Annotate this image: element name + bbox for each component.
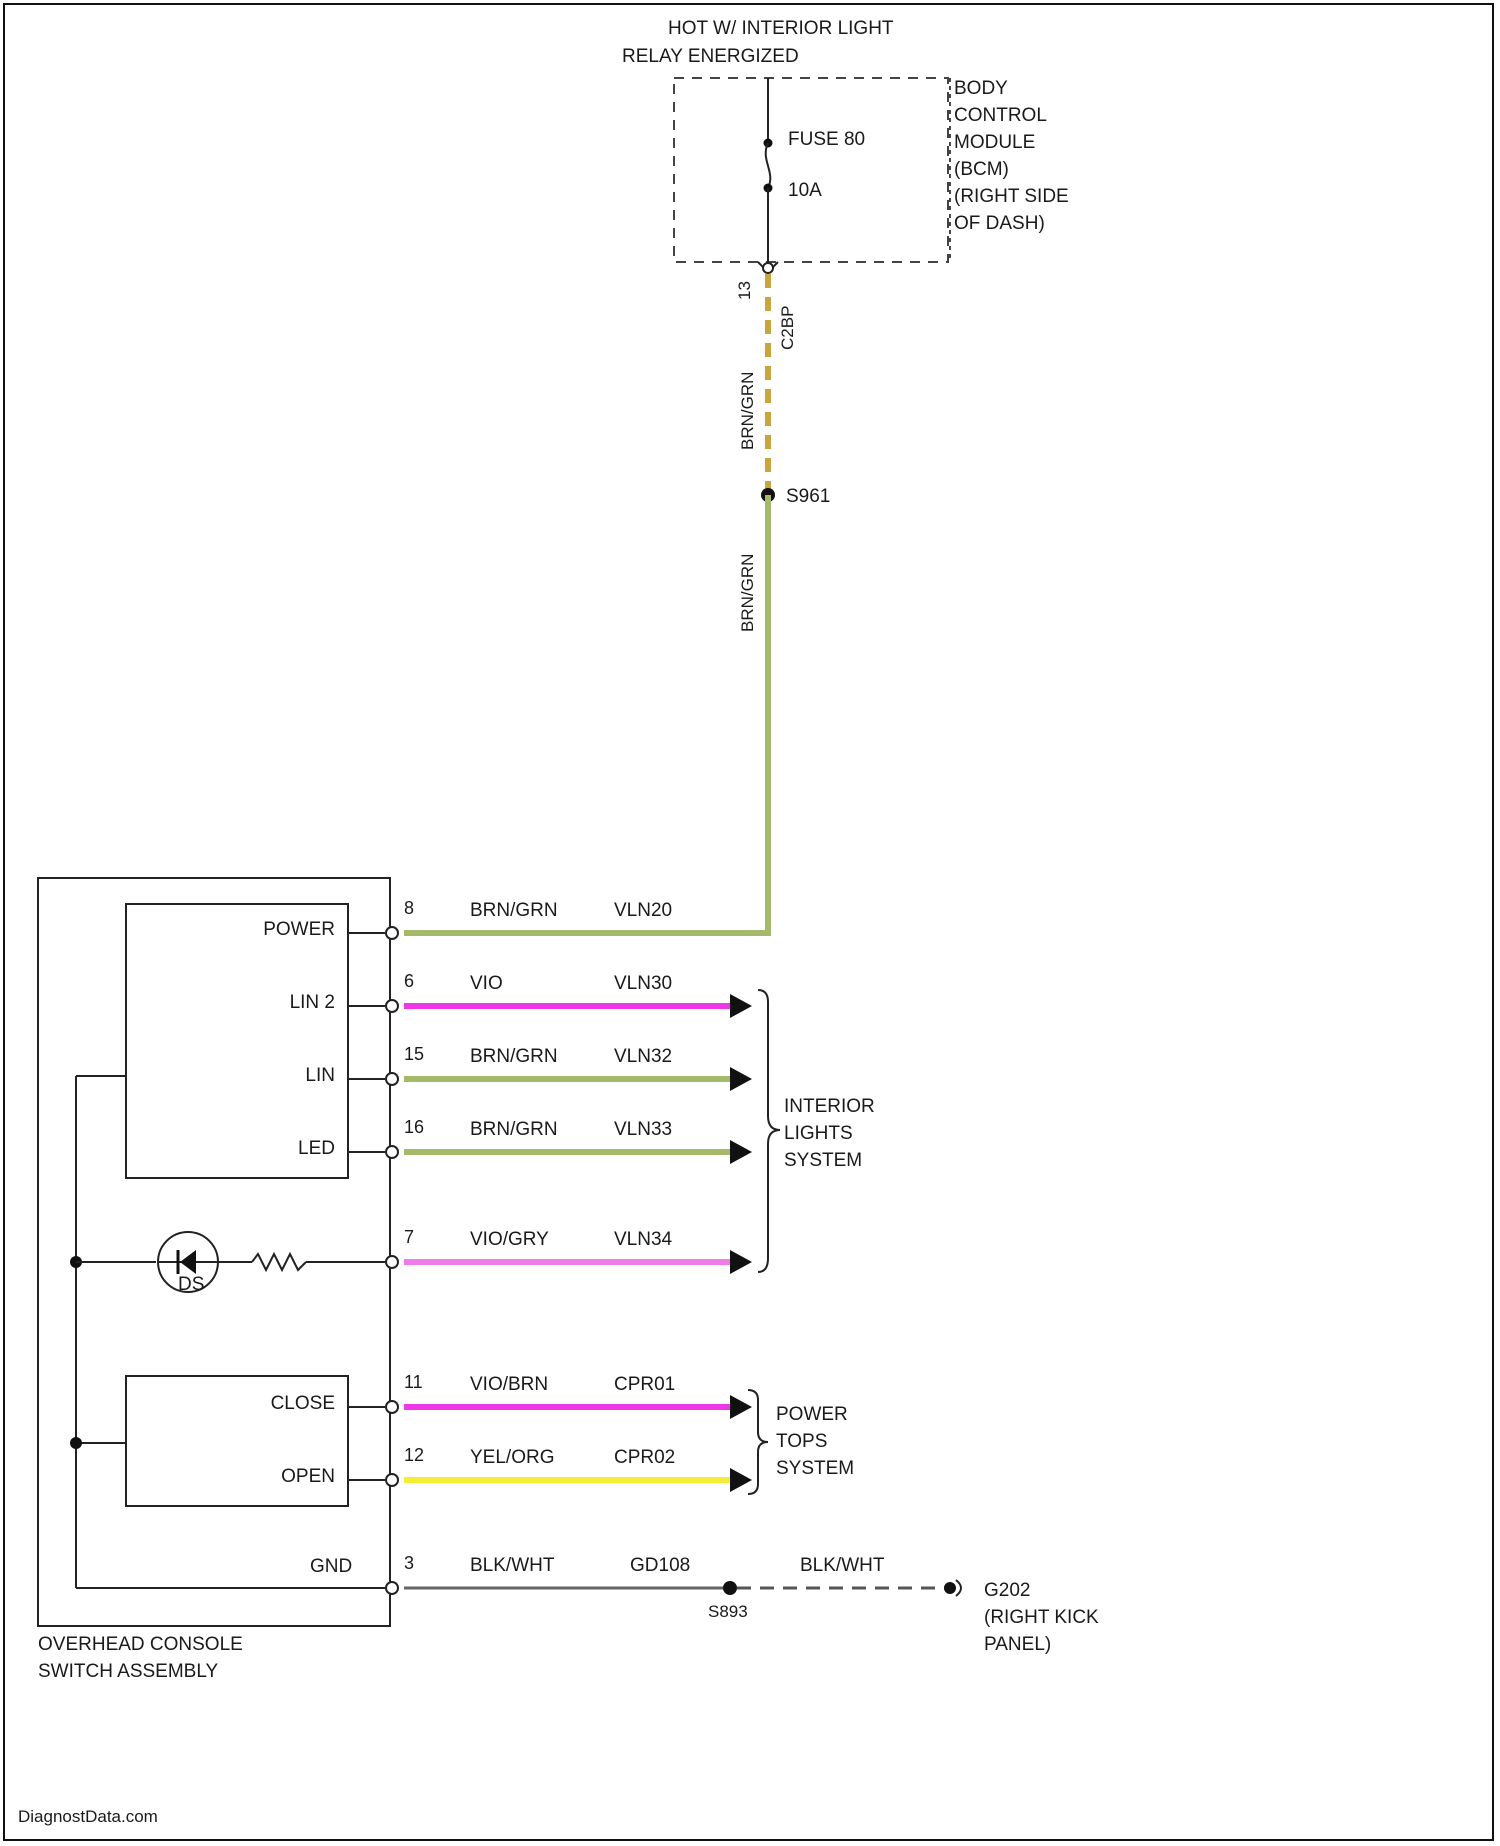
switch-assembly-label-line1: OVERHEAD CONSOLE <box>38 1634 243 1655</box>
lighting-module-box <box>126 904 348 1178</box>
arrow-head <box>730 1395 752 1419</box>
led-diode-triangle <box>180 1250 196 1274</box>
ground-circuit-id: GD108 <box>630 1555 690 1576</box>
pin-terminal <box>386 1474 398 1486</box>
circuit-row: 6 VIO VLN30 <box>386 971 752 1018</box>
arrow-head <box>730 1067 752 1091</box>
arrow-head <box>730 1140 752 1164</box>
pin-terminal <box>386 1000 398 1012</box>
power-group-line-2: SYSTEM <box>776 1458 854 1479</box>
gnd-label: GND <box>310 1556 352 1577</box>
pin-terminal <box>386 1073 398 1085</box>
pin-number: 15 <box>404 1044 424 1064</box>
pin-number: 12 <box>404 1445 424 1465</box>
ground-pin-terminal <box>386 1582 398 1594</box>
switch-assembly-label-line2: SWITCH ASSEMBLY <box>38 1661 219 1682</box>
bcm-line-3: (BCM) <box>954 159 1009 180</box>
led-designator: DS <box>178 1274 204 1295</box>
bcm-pin-number: 13 <box>735 281 754 300</box>
wire-color-code: VIO/GRY <box>470 1229 549 1250</box>
func-open: OPEN <box>281 1466 335 1487</box>
fuse-label: FUSE 80 <box>788 129 865 150</box>
bcm-connector-id: C2BP <box>778 306 797 350</box>
interior-group-line-0: INTERIOR <box>784 1096 875 1117</box>
func-lin: LIN <box>305 1065 335 1086</box>
ground-point-line-0: (RIGHT KICK <box>984 1607 1099 1628</box>
ground-color-code: BLK/WHT <box>470 1555 555 1576</box>
wire-color-code: BRN/GRN <box>470 900 558 921</box>
bus-junction-switch <box>70 1437 82 1449</box>
pin-terminal <box>386 1401 398 1413</box>
circuit-id: VLN34 <box>614 1229 673 1250</box>
power-group-line-1: TOPS <box>776 1431 827 1452</box>
bcm-connector-dot <box>763 263 773 273</box>
pin-number: 8 <box>404 898 414 918</box>
ground-point-dot <box>944 1582 956 1594</box>
circuit-row: 11 VIO/BRN CPR01 <box>386 1372 752 1419</box>
wire-color-code: BRN/GRN <box>470 1046 558 1067</box>
ground-point-symbol <box>956 1580 961 1596</box>
pin-terminal <box>386 927 398 939</box>
circuit-id: VLN32 <box>614 1046 672 1067</box>
pin-terminal <box>386 1256 398 1268</box>
circuit-rows: 8 BRN/GRN VLN20 6 VIO VLN30 15 BRN/GRN V… <box>386 898 752 1492</box>
ground-point-line-1: PANEL) <box>984 1634 1051 1655</box>
circuit-row: 15 BRN/GRN VLN32 <box>386 1044 752 1091</box>
watermark: DiagnostData.com <box>18 1807 158 1826</box>
wire-splice-to-pin-8 <box>404 495 768 933</box>
func-lin2: LIN 2 <box>290 992 335 1013</box>
fuse-rating: 10A <box>788 180 822 201</box>
bcm-line-1: CONTROL <box>954 105 1047 126</box>
interior-group-line-2: SYSTEM <box>784 1150 862 1171</box>
circuit-id: CPR02 <box>614 1447 675 1468</box>
power-tops-brace <box>748 1390 768 1494</box>
source-label-line1: HOT W/ INTERIOR LIGHT <box>668 18 894 39</box>
pin-number: 7 <box>404 1227 414 1247</box>
wire-lower-color-label: BRN/GRN <box>738 554 757 632</box>
bcm-line-4: (RIGHT SIDE <box>954 186 1069 207</box>
pin-terminal <box>386 1146 398 1158</box>
circuit-id: VLN20 <box>614 900 672 921</box>
interior-lights-brace <box>758 990 780 1272</box>
pin-number: 16 <box>404 1117 424 1137</box>
wire-color-code: VIO/BRN <box>470 1374 548 1395</box>
bcm-dashed-box <box>674 78 948 262</box>
arrow-head <box>730 1468 752 1492</box>
wire-color-code: YEL/ORG <box>470 1447 554 1468</box>
page-frame <box>4 4 1493 1840</box>
interior-group-line-1: LIGHTS <box>784 1123 853 1144</box>
ground-point-label: G202 <box>984 1580 1030 1601</box>
ground-color-code-2: BLK/WHT <box>800 1555 885 1576</box>
bcm-line-5: OF DASH) <box>954 213 1045 234</box>
func-led: LED <box>298 1138 335 1159</box>
circuit-row: 7 VIO/GRY VLN34 <box>386 1227 752 1274</box>
bcm-line-2: MODULE <box>954 132 1035 153</box>
arrow-head <box>730 994 752 1018</box>
resistor-symbol <box>252 1254 306 1270</box>
splice-s893-label: S893 <box>708 1602 748 1621</box>
power-group-line-0: POWER <box>776 1404 848 1425</box>
circuit-id: VLN33 <box>614 1119 672 1140</box>
func-close: CLOSE <box>271 1393 335 1414</box>
bcm-line-0: BODY <box>954 78 1008 99</box>
switch-assembly-outline <box>38 878 390 1626</box>
circuit-id: VLN30 <box>614 973 672 994</box>
arrow-head <box>730 1250 752 1274</box>
circuit-row: 16 BRN/GRN VLN33 <box>386 1117 752 1164</box>
wire-color-code: VIO <box>470 973 503 994</box>
source-label-line2: RELAY ENERGIZED <box>622 46 799 67</box>
pin-number: 6 <box>404 971 414 991</box>
ground-pin-number: 3 <box>404 1553 414 1573</box>
splice-s893 <box>723 1581 737 1595</box>
circuit-row: 12 YEL/ORG CPR02 <box>386 1445 752 1492</box>
wire-upper-color-label: BRN/GRN <box>738 372 757 450</box>
splice-s961-label: S961 <box>786 486 830 507</box>
func-power: POWER <box>263 919 335 940</box>
circuit-id: CPR01 <box>614 1374 675 1395</box>
pin-number: 11 <box>404 1372 423 1392</box>
wire-color-code: BRN/GRN <box>470 1119 558 1140</box>
fuse-symbol <box>766 143 771 188</box>
